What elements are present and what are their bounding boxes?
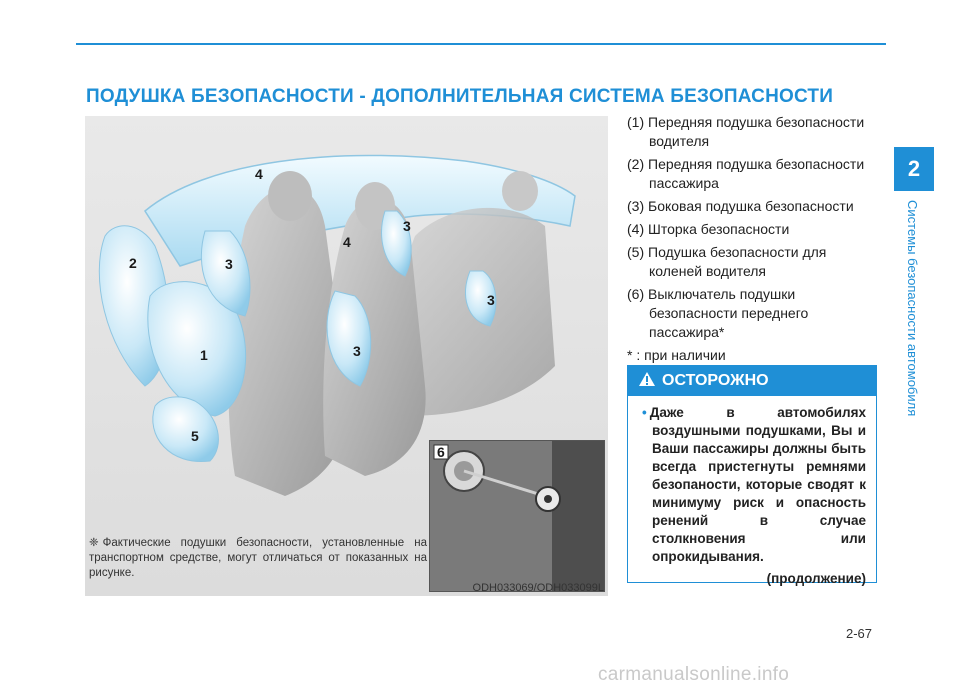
callout-5: 5 bbox=[191, 428, 199, 444]
top-rule bbox=[76, 43, 886, 45]
section-label: Системы безопасности автомобиля bbox=[905, 200, 920, 417]
watermark: carmanualsonline.info bbox=[598, 664, 790, 685]
figure-code: ODH033069/ODH033099L bbox=[472, 582, 604, 594]
callout-3: 3 bbox=[487, 292, 495, 308]
side-airbag bbox=[381, 210, 412, 277]
legend-item: (1) Передняя подушка безопасности водите… bbox=[627, 114, 865, 149]
callout-4: 4 bbox=[255, 166, 263, 182]
warning-body: •Даже в автомобилях воздушными подушками… bbox=[628, 396, 876, 588]
driver-seat-shape bbox=[228, 186, 348, 496]
callout-1: 1 bbox=[200, 347, 208, 363]
airbag-figure: 1 2 3 3 3 3 4 4 5 6 ❈Фактические подушки… bbox=[85, 116, 608, 596]
warning-text: Даже в автомобилях воздушными подушками,… bbox=[649, 405, 866, 564]
legend-item: (3) Боковая подушка безопасности bbox=[627, 198, 854, 214]
legend-item: (2) Передняя подушка безопасности пассаж… bbox=[627, 156, 865, 191]
switch-inset: 6 bbox=[429, 440, 605, 592]
headrest-shape bbox=[502, 171, 538, 211]
bullet-icon: • bbox=[642, 405, 647, 420]
caption-text: Фактические подушки безопасности, устано… bbox=[89, 537, 427, 579]
side-airbag bbox=[326, 290, 372, 387]
legend-note: * : при наличии bbox=[627, 347, 726, 363]
warning-box: ОСТОРОЖНО •Даже в автомобилях воздушными… bbox=[627, 365, 877, 586]
figure-caption: ❈Фактические подушки безопасности, устан… bbox=[89, 536, 427, 581]
legend-item: (6) Выключатель подушки безопасности пер… bbox=[627, 286, 809, 340]
page-title: ПОДУШКА БЕЗОПАСНОСТИ - ДОПОЛНИТЕЛЬНАЯ СИ… bbox=[86, 86, 834, 107]
warning-header: ОСТОРОЖНО bbox=[628, 366, 876, 396]
legend-item: (5) Подушка безопасности для коленей вод… bbox=[627, 244, 827, 279]
legend-list: (1) Передняя подушка безопасности водите… bbox=[627, 113, 877, 365]
page-number: 2-67 bbox=[846, 626, 873, 641]
continued-label: (продолжение) bbox=[766, 571, 866, 586]
warning-icon bbox=[638, 371, 656, 392]
warning-title: ОСТОРОЖНО bbox=[662, 372, 769, 389]
caption-mark: ❈ bbox=[89, 537, 99, 549]
callout-3: 3 bbox=[353, 343, 361, 359]
legend-item: (4) Шторка безопасности bbox=[627, 221, 790, 237]
airbag-switch-illustration: 6 bbox=[430, 441, 604, 591]
callout-3: 3 bbox=[225, 256, 233, 272]
callout-6: 6 bbox=[437, 444, 445, 460]
callout-2: 2 bbox=[129, 255, 137, 271]
callout-4: 4 bbox=[343, 234, 351, 250]
headrest-shape bbox=[268, 171, 312, 221]
driver-front-airbag bbox=[147, 281, 247, 417]
side-airbag bbox=[200, 230, 251, 317]
callout-3: 3 bbox=[403, 218, 411, 234]
knee-airbag bbox=[152, 396, 219, 463]
airbag-illustration: 1 2 3 3 3 3 4 4 5 bbox=[98, 154, 576, 496]
chapter-tab: 2 bbox=[894, 147, 934, 191]
side-airbag bbox=[465, 270, 497, 327]
